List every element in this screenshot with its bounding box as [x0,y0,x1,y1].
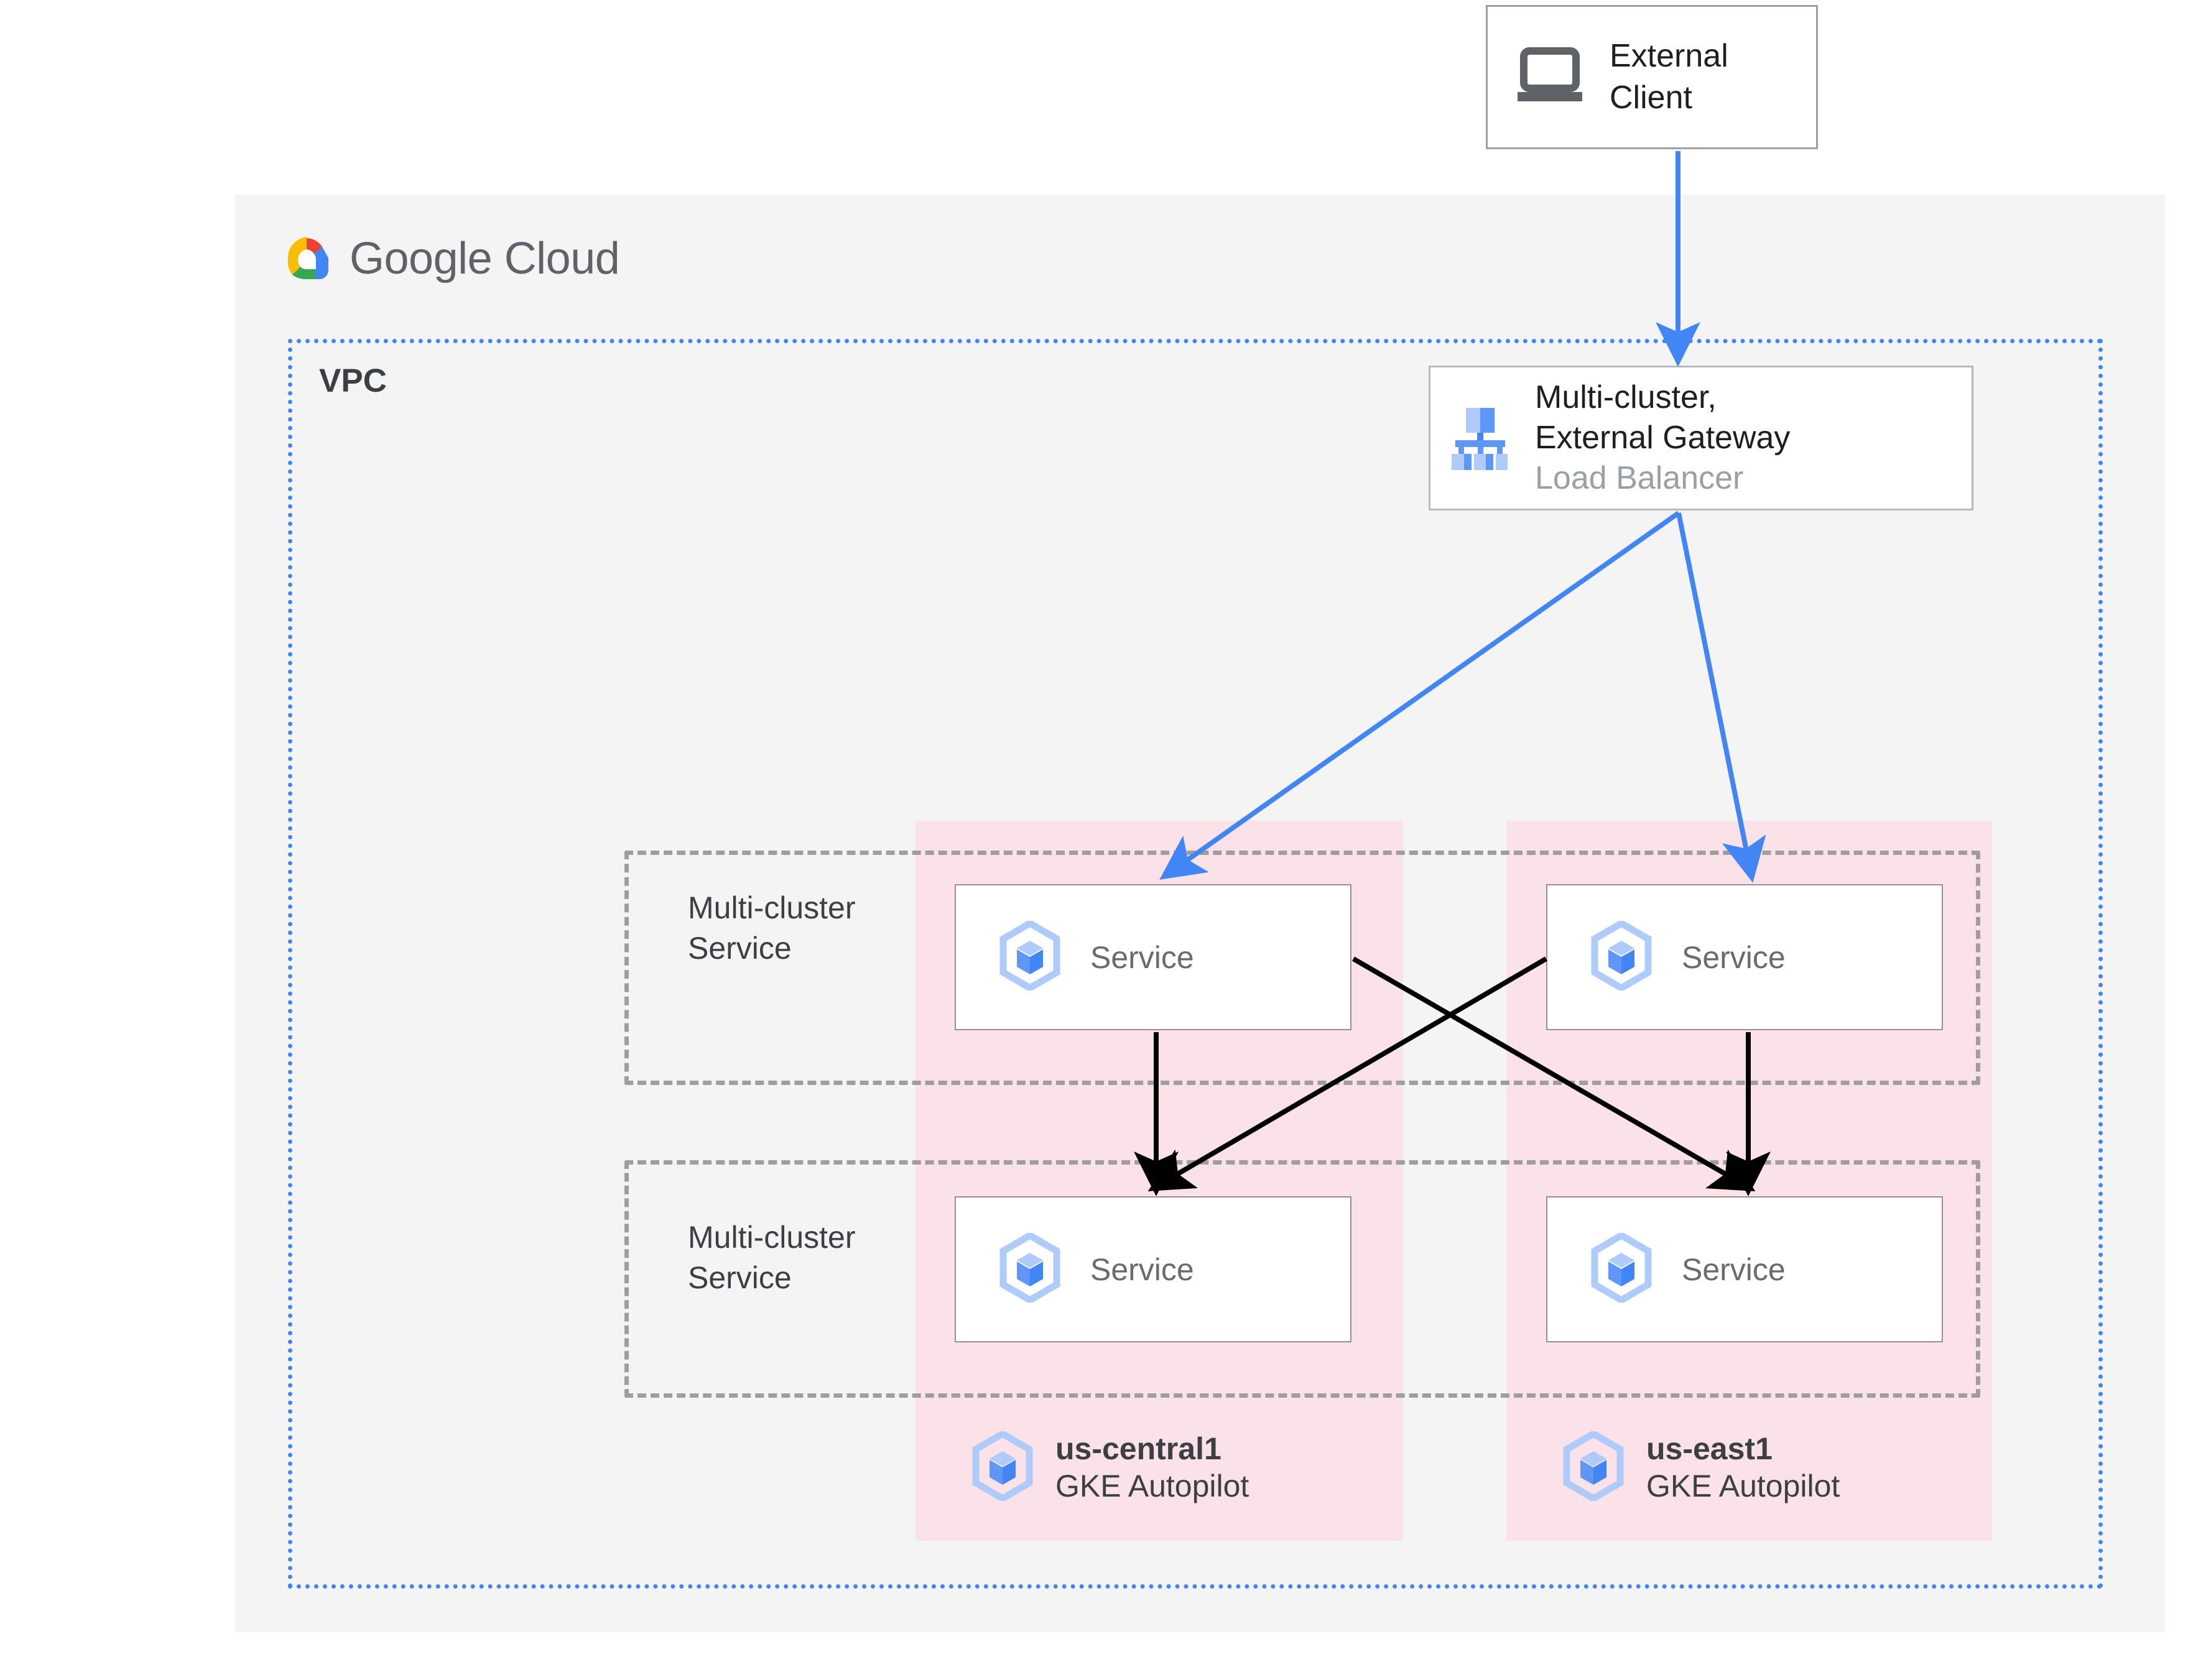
service-label: Service [1090,939,1194,975]
gateway-subtitle: Load Balancer [1535,460,1744,496]
brand-cloud: Cloud [504,234,620,284]
vpc-boundary [288,339,2103,1589]
cluster-text-block: us-east1 GKE Autopilot [1646,1430,1840,1505]
laptop-icon [1515,47,1585,108]
service-cube-icon [999,919,1060,994]
cluster-name: us-east1 [1646,1431,1773,1466]
gateway-title: Multi-cluster, External Gateway [1535,379,1791,456]
vpc-label: VPC [319,362,387,399]
cluster-name: us-central1 [1055,1431,1221,1466]
external-client-node[interactable]: External Client [1486,5,1818,149]
service-label: Service [1682,1252,1786,1287]
service-label: Service [1090,1252,1194,1287]
cluster-label-us-east1: us-east1 GKE Autopilot [1563,1429,1840,1505]
service-cube-icon [1563,1429,1624,1504]
multi-cluster-service-label-top: Multi-cluster Service [688,890,856,966]
service-cube-icon [1591,1231,1652,1306]
cluster-text-block: us-central1 GKE Autopilot [1055,1430,1249,1505]
service-node-central-bottom[interactable]: Service [955,1196,1351,1342]
service-cube-icon [999,1231,1060,1306]
service-label: Service [1682,939,1786,975]
cluster-kind: GKE Autopilot [1646,1469,1840,1503]
service-node-east-bottom[interactable]: Service [1546,1196,1943,1342]
brand-google: Google [350,234,493,284]
google-cloud-branding: Google Cloud [280,233,620,284]
gateway-text-block: Multi-cluster, External Gateway Load Bal… [1535,377,1790,499]
cluster-label-us-central1: us-central1 GKE Autopilot [972,1429,1249,1505]
cluster-kind: GKE Autopilot [1055,1469,1249,1503]
google-cloud-wordmark: Google Cloud [350,233,620,284]
service-cube-icon [972,1429,1033,1504]
multi-cluster-gateway-node[interactable]: Multi-cluster, External Gateway Load Bal… [1429,366,1973,510]
external-client-label: External Client [1610,38,1728,116]
service-node-central-top[interactable]: Service [955,884,1351,1030]
service-node-east-top[interactable]: Service [1546,884,1943,1030]
multi-cluster-service-label-bottom: Multi-cluster Service [688,1220,856,1295]
google-cloud-logo-icon [280,234,333,284]
service-cube-icon [1591,919,1652,994]
load-balancer-icon [1443,399,1518,477]
